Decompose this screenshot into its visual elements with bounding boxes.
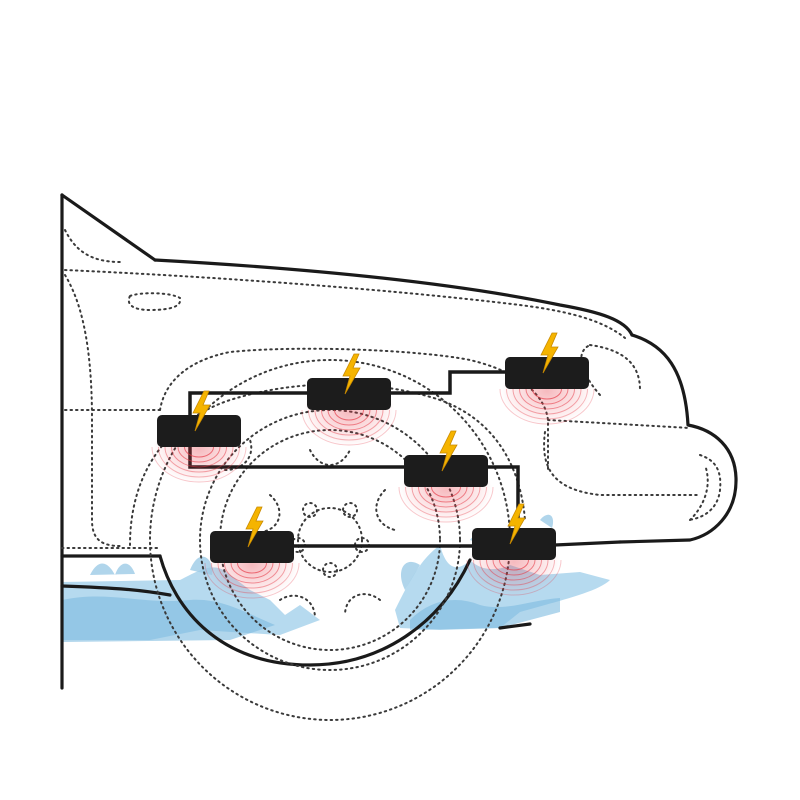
lightning-bolt-icon: [342, 353, 361, 395]
hood-line: [153, 258, 634, 337]
lightning-bolt-icon: [507, 503, 526, 545]
transducer-modules: [157, 332, 589, 563]
wire-segment: [188, 391, 307, 415]
lightning-bolt-icon: [439, 430, 458, 472]
lower-front: [553, 540, 622, 547]
front-lip: [498, 622, 532, 630]
lightning-bolt-icon: [540, 332, 559, 374]
lightning-bolt-icon: [245, 506, 264, 548]
ultrasonic-transducer-icon: [307, 353, 391, 410]
ultrasonic-transducer-icon: [505, 332, 589, 389]
wheel-arch: [158, 554, 472, 667]
windshield-edge: [60, 193, 157, 262]
ultrasonic-transducer-icon: [210, 506, 294, 563]
ultrasonic-transducer-icon: [157, 390, 241, 447]
bumper-bottom: [60, 584, 172, 597]
wire-segment: [391, 370, 505, 395]
ultrasonic-transducer-icon: [404, 430, 488, 487]
lightning-bolt-icon: [192, 390, 211, 432]
front-fascia: [618, 333, 738, 544]
ultrasonic-transducer-icon: [472, 503, 556, 560]
hub: [297, 507, 363, 573]
car-outline: [60, 193, 738, 690]
